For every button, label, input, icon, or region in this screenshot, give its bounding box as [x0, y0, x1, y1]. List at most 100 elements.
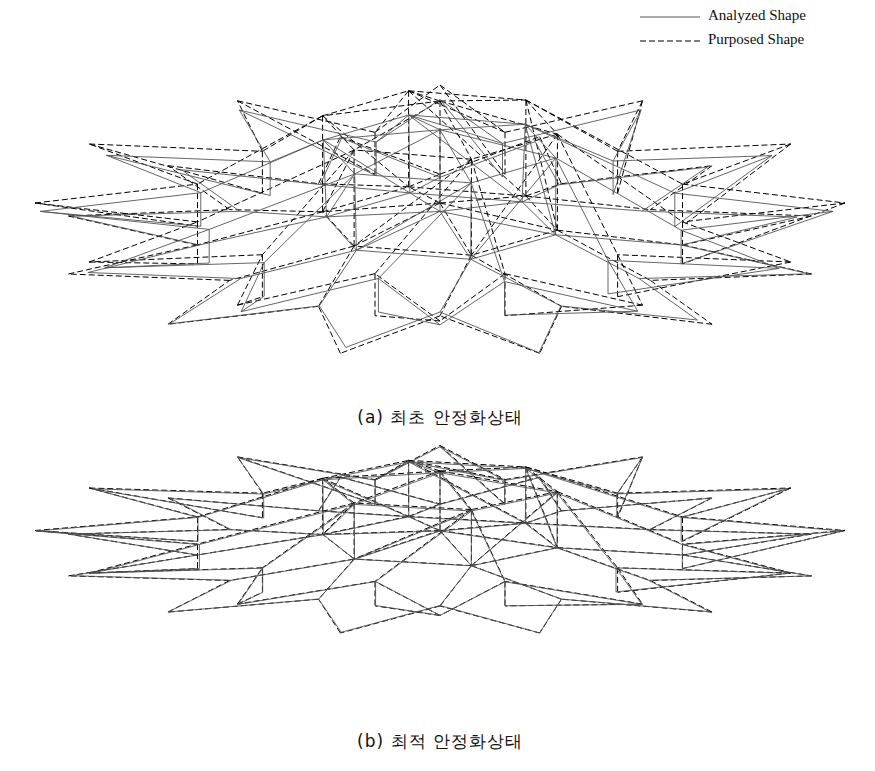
purposed-shape-member	[322, 116, 323, 212]
purposed-shape-member	[682, 517, 683, 542]
analyzed-shape-member	[355, 174, 472, 183]
analyzed-shape-member	[440, 202, 522, 212]
analyzed-shape-member	[557, 548, 649, 580]
analyzed-shape-member	[504, 282, 505, 316]
analyzed-shape-member	[238, 582, 376, 605]
purposed-shape-member	[238, 568, 263, 604]
analyzed-shape-member	[409, 462, 505, 481]
analyzed-shape-member	[681, 211, 833, 263]
analyzed-shape-member	[409, 462, 526, 524]
analyzed-shape-member	[105, 263, 264, 268]
purposed-shape-member	[375, 581, 376, 606]
analyzed-shape-member	[92, 569, 199, 574]
analyzed-shape-member	[525, 124, 613, 161]
analyzed-shape-member	[503, 110, 642, 143]
purposed-shape-member	[262, 568, 263, 593]
purposed-shape-member	[618, 457, 643, 518]
purposed-shape-member	[525, 467, 526, 523]
analyzed-shape-member	[504, 582, 505, 606]
purposed-shape-member	[683, 534, 812, 555]
analyzed-shape-member	[322, 480, 324, 535]
purposed-shape-member	[471, 492, 557, 566]
purposed-shape-member	[618, 488, 791, 493]
purposed-shape-member	[409, 91, 526, 196]
purposed-shape-member	[262, 255, 263, 297]
analyzed-shape-member	[555, 158, 556, 235]
purposed-shape-member	[375, 91, 409, 133]
analyzed-shape-member	[410, 193, 440, 212]
legend-sample	[640, 41, 700, 42]
purposed-shape-member	[440, 471, 471, 510]
purposed-shape-member	[557, 230, 650, 280]
purposed-shape-member	[323, 91, 409, 116]
analyzed-shape-member	[378, 278, 440, 324]
analyzed-shape-member	[375, 480, 376, 504]
analyzed-shape-member	[200, 193, 201, 227]
analyzed-shape-member	[561, 498, 711, 511]
purposed-shape-member	[230, 530, 323, 535]
analyzed-shape-member	[356, 211, 440, 250]
analyzed-shape-member	[526, 468, 681, 517]
analyzed-shape-member	[440, 130, 441, 212]
analyzed-shape-member	[522, 202, 642, 211]
analyzed-shape-member	[681, 230, 682, 264]
analyzed-shape-member	[608, 260, 779, 268]
analyzed-shape-member	[440, 531, 471, 566]
analyzed-shape-member	[557, 493, 558, 548]
analyzed-shape-member	[92, 489, 198, 518]
purposed-shape-member	[323, 516, 409, 534]
purposed-shape-member	[526, 511, 562, 523]
purposed-shape-member	[409, 504, 440, 516]
analyzed-shape-member	[409, 115, 410, 193]
purposed-shape-member	[683, 184, 846, 203]
analyzed-shape-member	[241, 296, 264, 312]
analyzed-shape-member	[107, 155, 201, 192]
analyzed-shape-member	[376, 142, 377, 176]
analyzed-shape-member	[471, 511, 472, 566]
analyzed-shape-member	[323, 473, 440, 480]
purposed-shape-member	[683, 555, 812, 576]
analyzed-shape-member	[376, 582, 440, 616]
analyzed-shape-member	[355, 559, 472, 566]
purposed-shape	[35, 85, 845, 353]
purposed-shape-member	[505, 274, 643, 306]
purposed-shape-member	[505, 581, 643, 604]
analyzed-shape-member	[681, 489, 787, 518]
analyzed-shape-member	[440, 259, 471, 312]
analyzed-shape-member	[209, 174, 355, 230]
analyzed-shape-member	[525, 124, 555, 235]
analyzed-shape-member	[642, 211, 797, 217]
purposed-shape-member	[557, 492, 558, 548]
analyzed-shape-member	[616, 573, 789, 592]
analyzed-shape-member	[410, 193, 522, 202]
analyzed-shape	[36, 447, 843, 633]
purposed-shape-member	[683, 544, 791, 573]
purposed-shape-member	[89, 255, 262, 262]
purposed-shape-member	[471, 548, 557, 566]
analyzed-shape-member	[613, 156, 772, 161]
purposed-shape-member	[319, 477, 341, 511]
purposed-shape-member	[354, 559, 471, 566]
analyzed-shape-member	[199, 545, 200, 569]
analyzed-shape-member	[181, 170, 320, 185]
analyzed-shape-member	[36, 531, 198, 541]
purposed-shape-member	[505, 604, 643, 606]
legend-sample	[640, 17, 700, 18]
purposed-shape-member	[526, 196, 651, 210]
analyzed-shape-member	[557, 493, 682, 545]
purposed-shape-member	[440, 85, 505, 174]
analyzed-shape-member	[323, 480, 409, 517]
purposed-shape-member	[354, 503, 355, 559]
analyzed-shape-member	[505, 604, 642, 606]
purposed-shape-member	[682, 544, 683, 569]
analyzed-shape-member	[378, 278, 379, 312]
analyzed-shape-member	[525, 468, 527, 523]
purposed-shape-member	[198, 503, 355, 544]
analyzed-shape-member	[522, 185, 559, 202]
analyzed-shape-member	[40, 211, 201, 226]
analyzed-shape-member	[376, 606, 440, 616]
analyzed-shape-member	[649, 530, 809, 535]
purposed-shape-member	[197, 212, 323, 245]
analyzed-shape-member	[608, 260, 609, 294]
purposed-shape-member	[375, 581, 440, 615]
